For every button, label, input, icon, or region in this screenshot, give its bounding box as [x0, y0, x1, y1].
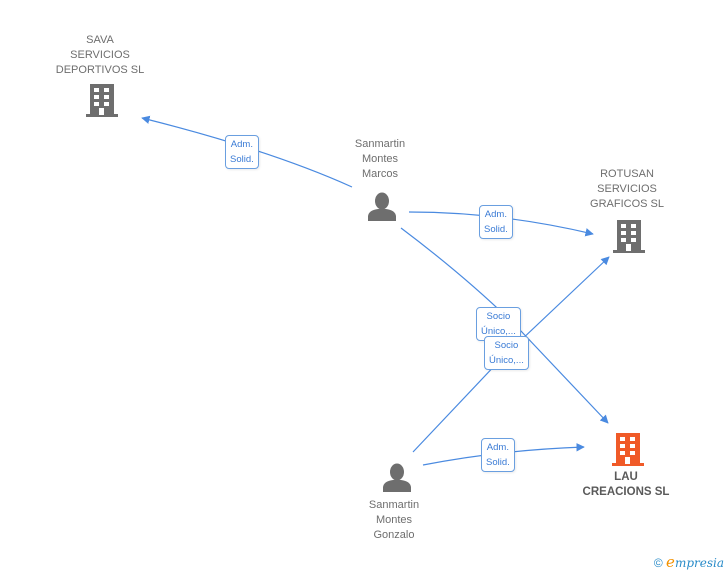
building-icon[interactable] [85, 82, 119, 118]
edge-label-marcos-sava[interactable]: Adm.Solid. [225, 135, 259, 169]
node-label-gonzalo[interactable]: Sanmartin Montes Gonzalo [368, 499, 420, 541]
building-icon[interactable] [612, 218, 646, 254]
node-label-lau[interactable]: LAU CREACIONS SL [582, 471, 670, 498]
copyright-icon: © [653, 556, 663, 570]
node-label-marcos[interactable]: Sanmartin Montes Marcos [354, 138, 406, 180]
node-label-rotusan[interactable]: ROTUSAN SERVICIOS GRAFICOS SL [590, 168, 664, 210]
node-label-sava[interactable]: SAVA SERVICIOS DEPORTIVOS SL [55, 34, 145, 76]
building-icon-focus[interactable] [611, 431, 645, 467]
edge-label-gonzalo-lau[interactable]: Adm.Solid. [481, 438, 515, 472]
edge-label-marcos-rotusan[interactable]: Adm.Solid. [479, 205, 513, 239]
footer-brand[interactable]: © empresia [654, 553, 724, 571]
brand-logo: empresia [666, 553, 724, 571]
person-icon[interactable] [381, 463, 413, 493]
person-icon[interactable] [366, 192, 398, 222]
